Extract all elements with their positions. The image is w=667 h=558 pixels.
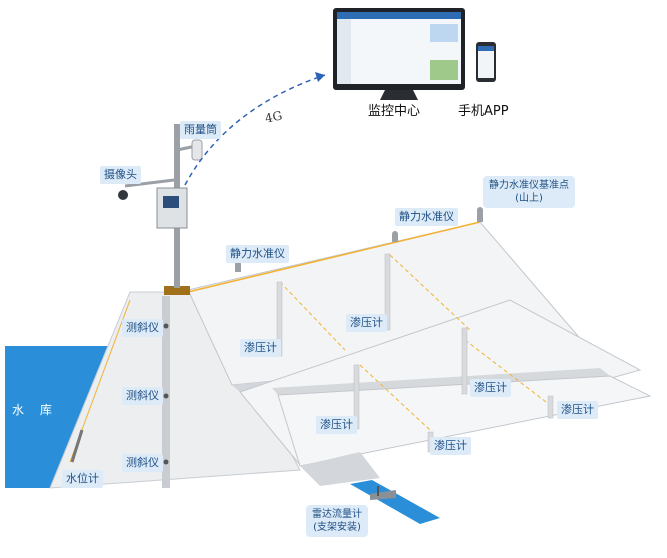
4g-link xyxy=(184,74,326,186)
crest-line xyxy=(187,221,481,293)
water-level-gauge xyxy=(70,429,84,463)
seepage-line-4 xyxy=(464,339,551,406)
4g-link-arrow xyxy=(315,72,325,82)
piezometer-label: 渗压计 xyxy=(240,339,281,357)
static-level-device xyxy=(235,261,241,272)
static-level-base-label: 静力水准仪基准点 (山上) xyxy=(483,176,575,208)
piezometer-label: 渗压计 xyxy=(316,416,357,434)
water-level-label: 水位计 xyxy=(62,470,103,488)
inclinometer-label: 测斜仪 xyxy=(122,454,163,472)
solar-panel xyxy=(163,196,179,208)
piezometer-pipe xyxy=(461,327,468,395)
mobile-app-label: 手机APP xyxy=(458,104,509,119)
piezometer-label: 渗压计 xyxy=(346,314,387,332)
static-level-base-label-line2: (山上) xyxy=(515,193,543,204)
piezometer-label: 渗压计 xyxy=(557,401,598,419)
monitor-screen-map xyxy=(430,60,458,80)
radar-flow-label: 雷达流量计 (支架安装) xyxy=(306,505,368,537)
inclinometer-probe xyxy=(163,393,169,399)
reservoir-label: 水 库 xyxy=(12,403,58,417)
piezometer-pipe xyxy=(384,253,391,331)
static-level-base-label-line1: 静力水准仪基准点 xyxy=(489,180,569,191)
static-level-label: 静力水准仪 xyxy=(226,245,289,263)
reservoir-water xyxy=(5,346,120,488)
static-level-base-device xyxy=(477,207,483,222)
radar-flow-label-line2: (支架安装) xyxy=(313,522,361,533)
phone-screen xyxy=(478,46,494,78)
phone-screen-header xyxy=(478,46,494,51)
radar-flow-label-line1: 雷达流量计 xyxy=(312,509,362,520)
pole-arm xyxy=(124,178,175,188)
piezometer-pipe xyxy=(547,395,554,419)
dam-toe xyxy=(300,452,380,486)
piezometer-label: 渗压计 xyxy=(470,379,511,397)
monitor-screen-sidebar xyxy=(337,19,351,84)
seepage-line-2 xyxy=(389,254,471,331)
rain-gauge-label: 雨量筒 xyxy=(180,121,221,139)
piezometer-label: 渗压计 xyxy=(430,437,471,455)
camera-label: 摄像头 xyxy=(100,166,141,184)
inclinometer-label: 测斜仪 xyxy=(122,319,163,337)
seepage-line-3 xyxy=(359,364,431,431)
monitor-screen-chart xyxy=(430,24,458,42)
camera-icon xyxy=(118,190,128,200)
seepage-line-1 xyxy=(279,281,346,351)
static-level-label: 静力水准仪 xyxy=(395,208,458,226)
inclinometer-label: 测斜仪 xyxy=(122,387,163,405)
static-level-device xyxy=(392,231,398,242)
inclinometer-borehole xyxy=(162,296,170,488)
downstream-channel xyxy=(350,480,440,524)
monitor-stand xyxy=(380,90,418,100)
inclinometer-probe xyxy=(163,323,169,329)
inclinometer-probe xyxy=(163,459,169,465)
radar-flow-meter xyxy=(370,490,396,500)
rain-gauge xyxy=(191,139,203,161)
monitor-screen-header xyxy=(337,12,461,19)
monitor-center-label: 监控中心 xyxy=(368,104,421,119)
pole-base xyxy=(164,286,190,295)
